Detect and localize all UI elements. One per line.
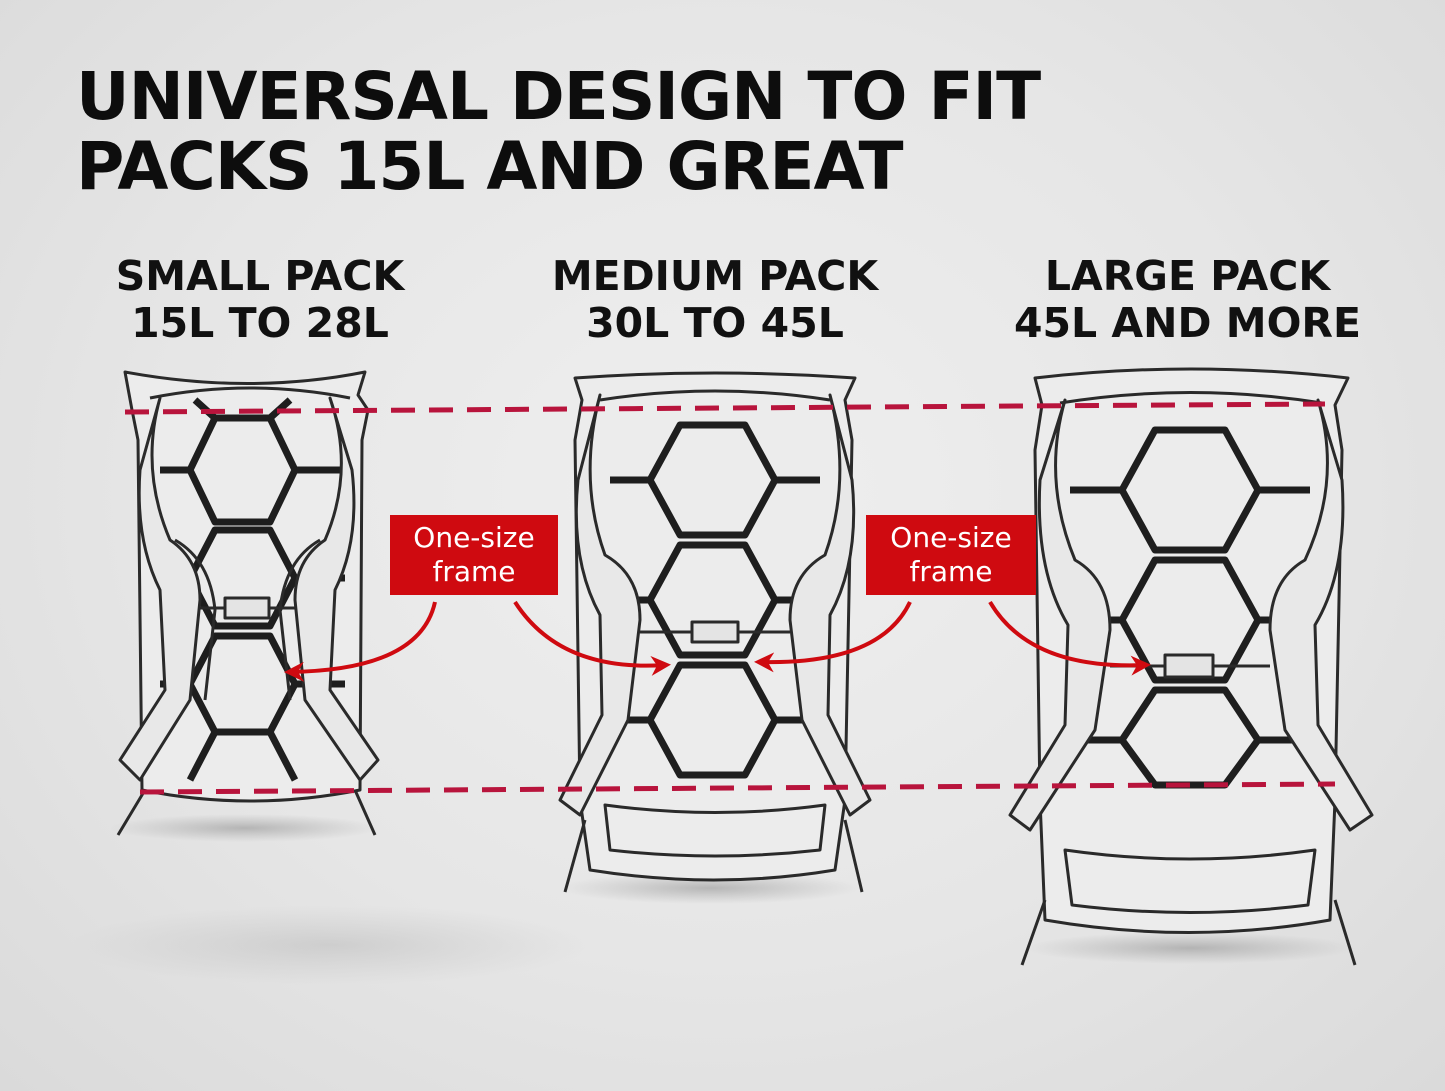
medium-hip-straps bbox=[563, 819, 864, 893]
headline-line-1: UNIVERSAL DESIGN TO FIT bbox=[76, 58, 1041, 135]
callout-right-line-2: frame bbox=[909, 555, 993, 588]
large-pack-name: LARGE PACK bbox=[1044, 252, 1331, 300]
small-pack-range: 15L TO 28L bbox=[131, 299, 389, 347]
medium-pack-bottom-panel bbox=[603, 803, 827, 858]
left-callout-arrow-medium bbox=[513, 600, 671, 676]
small-pack-name: SMALL PACK bbox=[115, 252, 405, 300]
callout-one-size-frame-left: One-size frame bbox=[390, 515, 558, 595]
headline: UNIVERSAL DESIGN TO FIT PACKS 15L AND GR… bbox=[76, 58, 1041, 205]
medium-pack-name: MEDIUM PACK bbox=[551, 252, 879, 300]
large-pack-bottom-panel bbox=[1063, 848, 1317, 914]
large-left-strap bbox=[1008, 398, 1112, 832]
large-chest-buckle bbox=[1163, 653, 1215, 679]
right-callout-arrow-medium bbox=[754, 601, 912, 673]
headline-line-2: PACKS 15L AND GREAT bbox=[76, 128, 904, 205]
large-pack-body bbox=[1033, 367, 1350, 934]
small-pack-shadow bbox=[110, 814, 380, 842]
small-pack-top-seam bbox=[149, 386, 351, 400]
callout-right-line-1: One-size bbox=[890, 521, 1012, 554]
large-pack-range: 45L AND MORE bbox=[1013, 299, 1362, 347]
bottom-guide-line bbox=[139, 781, 1336, 795]
small-pack-label: SMALL PACK 15L TO 28L bbox=[80, 253, 440, 347]
medium-pack-range: 30L TO 45L bbox=[586, 299, 844, 347]
medium-pack-shadow bbox=[560, 872, 860, 904]
medium-chest-buckle bbox=[690, 620, 740, 644]
medium-right-strap bbox=[788, 393, 872, 817]
medium-backpack bbox=[558, 371, 872, 893]
large-pack-label: LARGE PACK 45L AND MORE bbox=[990, 253, 1385, 347]
right-callout-arrow-large bbox=[988, 600, 1151, 676]
floor-shadow bbox=[70, 905, 590, 985]
top-guide-line bbox=[124, 401, 1326, 415]
large-hip-straps bbox=[1020, 899, 1357, 966]
left-callout-arrow-small bbox=[284, 601, 437, 682]
small-hip-straps bbox=[116, 789, 377, 836]
large-right-strap bbox=[1268, 398, 1374, 832]
small-chest-buckle bbox=[223, 596, 271, 620]
medium-pack-label: MEDIUM PACK 30L TO 45L bbox=[520, 253, 910, 347]
small-backpack bbox=[116, 370, 380, 836]
callout-one-size-frame-right: One-size frame bbox=[866, 515, 1036, 595]
callout-left-line-1: One-size bbox=[413, 521, 535, 554]
callout-left-line-2: frame bbox=[432, 555, 516, 588]
medium-pack-top-seam bbox=[599, 389, 831, 402]
large-backpack bbox=[1008, 367, 1374, 966]
large-pack-shadow bbox=[1025, 932, 1355, 964]
medium-left-strap bbox=[558, 393, 642, 817]
large-pack-top-seam bbox=[1059, 391, 1323, 405]
